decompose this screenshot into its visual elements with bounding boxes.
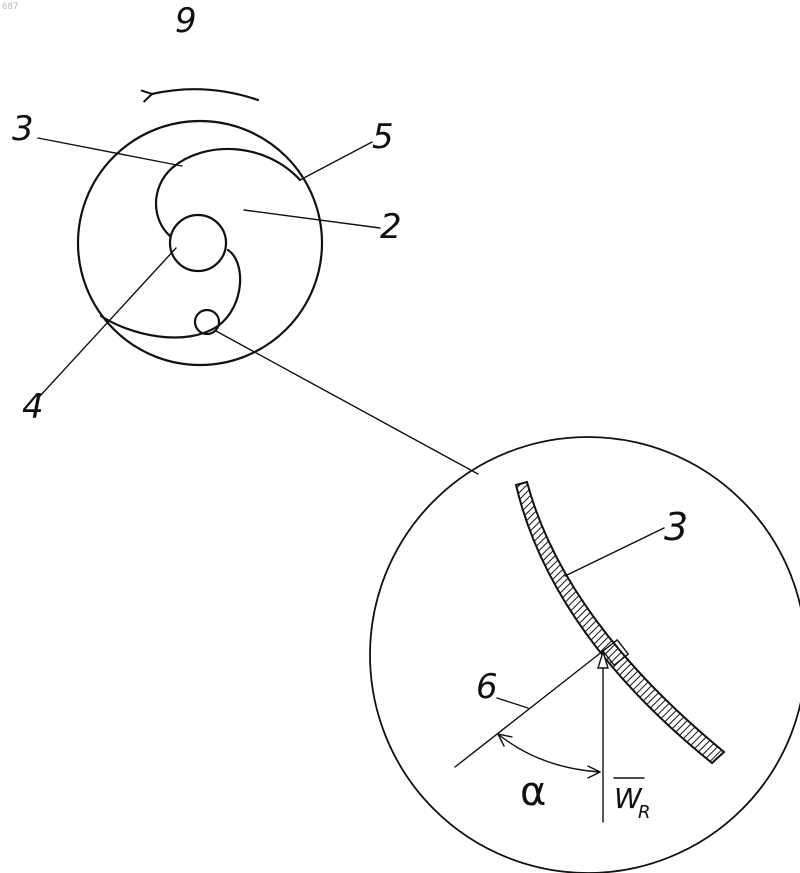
blade-section-hatched bbox=[516, 482, 724, 763]
leader-blade-3-detail bbox=[565, 528, 664, 576]
leader-disc-2 bbox=[244, 210, 380, 228]
label-angle: α bbox=[520, 769, 546, 815]
leader-edge-5 bbox=[300, 142, 372, 180]
label-blade-detail: 3 bbox=[664, 505, 688, 549]
rotation-arrow bbox=[152, 89, 258, 100]
detail-marker-circle bbox=[195, 310, 219, 334]
label-rotation: 9 bbox=[175, 1, 197, 41]
label-hub: 4 bbox=[22, 387, 44, 427]
label-blade-main: 3 bbox=[12, 109, 34, 149]
label-normal: 6 bbox=[476, 667, 498, 707]
angle-arc bbox=[498, 734, 600, 772]
detail-circle bbox=[370, 437, 800, 873]
corner-mark: 687 bbox=[2, 2, 18, 12]
connector-to-detail bbox=[216, 331, 478, 474]
label-edge: 5 bbox=[372, 117, 394, 157]
leader-normal-6 bbox=[497, 698, 528, 708]
label-velocity-subscript: R bbox=[638, 802, 651, 823]
leader-hub-4 bbox=[40, 248, 176, 396]
disc-outer-circle bbox=[78, 121, 322, 365]
hub-circle bbox=[170, 215, 226, 271]
label-disc: 2 bbox=[380, 207, 402, 247]
